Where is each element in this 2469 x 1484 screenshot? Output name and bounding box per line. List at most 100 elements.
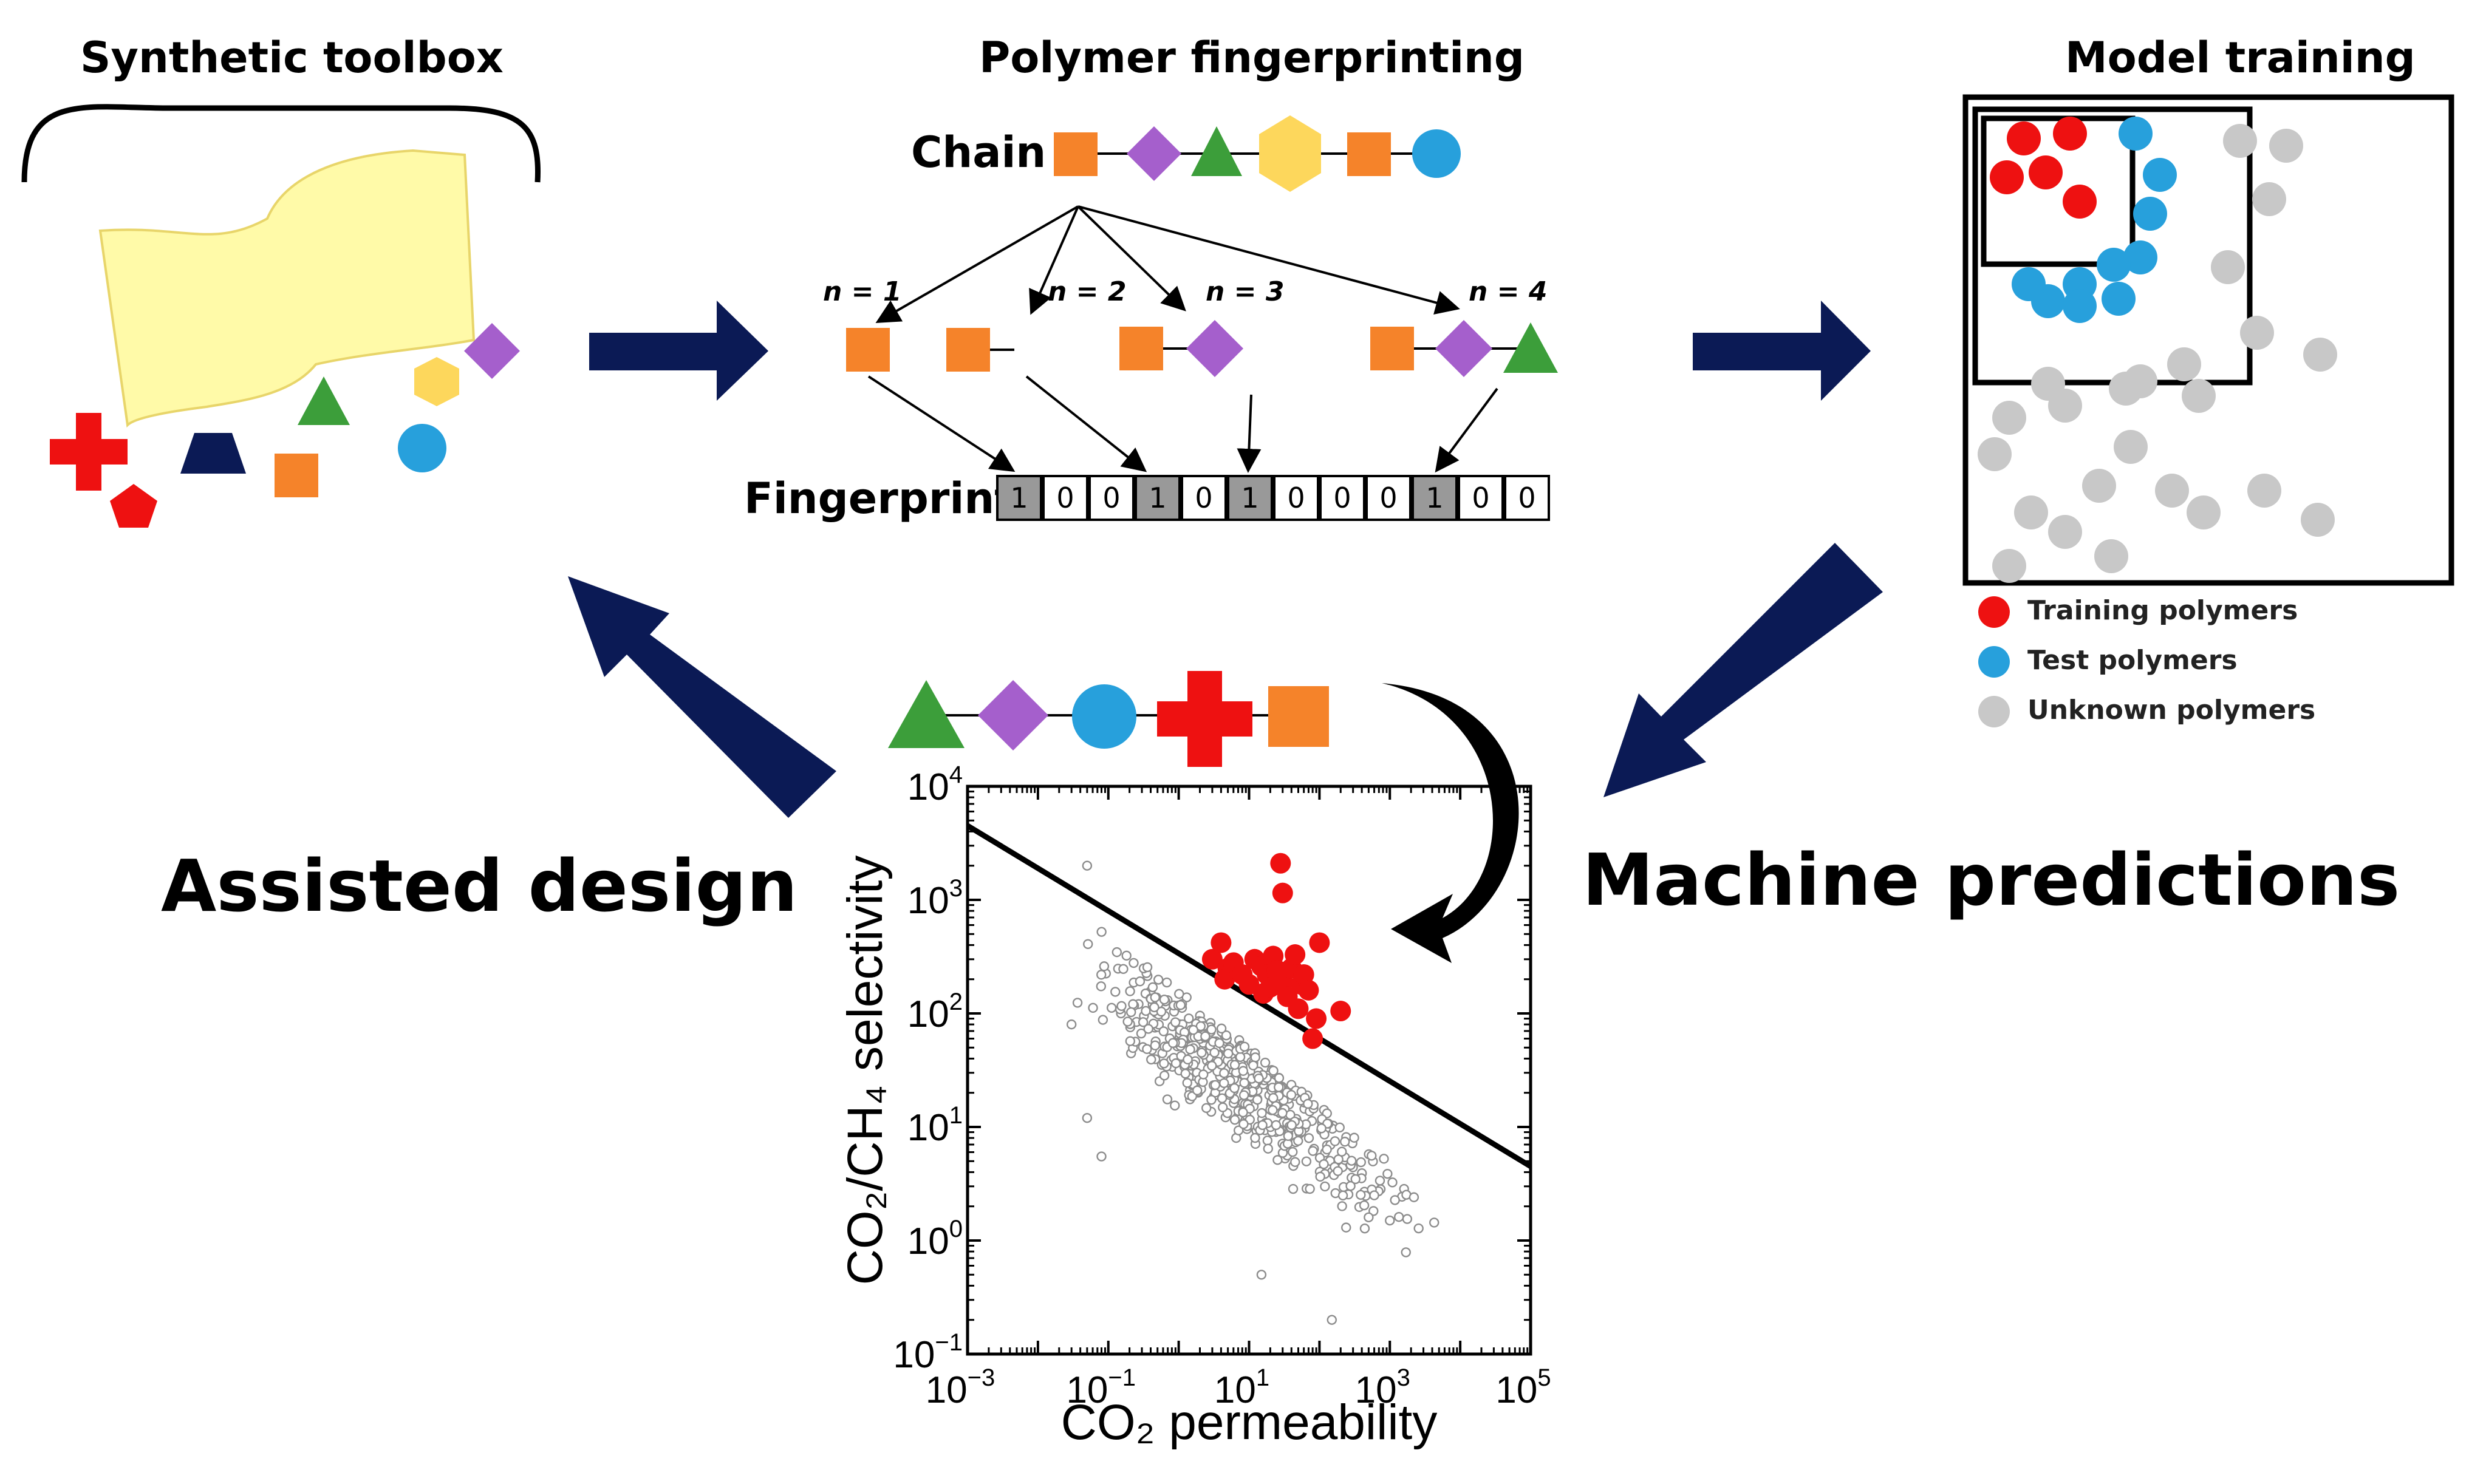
chain-orange-square-icon bbox=[1054, 132, 1098, 176]
assisted-design-caption: Assisted design bbox=[161, 844, 798, 928]
known-polymer-point bbox=[1337, 1201, 1347, 1211]
training-polymer-point bbox=[2063, 185, 2097, 219]
bit-arrows bbox=[867, 375, 1498, 473]
legend-unknown-swatch bbox=[1978, 696, 2010, 727]
pred-orange-square-icon bbox=[1268, 686, 1329, 747]
known-polymer-point bbox=[1364, 1212, 1374, 1223]
y-tick-label: 101 bbox=[907, 1102, 963, 1149]
known-polymer-point bbox=[1162, 1094, 1173, 1104]
legend-unknown-label: Unknown polymers bbox=[2027, 695, 2316, 726]
known-polymer-point bbox=[1180, 1068, 1190, 1079]
predicted-polymer-point bbox=[1309, 932, 1330, 953]
red-pentagon-icon bbox=[110, 484, 157, 528]
predicted-polymer-point bbox=[1270, 853, 1291, 874]
known-polymer-point bbox=[1229, 1083, 1240, 1094]
x-tick-label: 10−1 bbox=[1066, 1364, 1136, 1411]
predicted-polymer-point bbox=[1214, 968, 1235, 990]
unknown-polymer-point bbox=[2114, 430, 2148, 464]
bit-cell: 0 bbox=[1319, 475, 1365, 521]
fragments bbox=[846, 320, 1558, 377]
known-polymer-point bbox=[1337, 1190, 1348, 1201]
unknown-polymer-point bbox=[2301, 503, 2335, 537]
known-polymer-point bbox=[1239, 1041, 1250, 1052]
fragment-4-diamond-icon bbox=[1435, 320, 1492, 377]
known-polymer-point bbox=[1385, 1215, 1395, 1226]
known-polymer-point bbox=[1401, 1247, 1411, 1258]
known-polymer-point bbox=[1167, 1038, 1178, 1048]
known-polymer-point bbox=[1268, 1092, 1279, 1103]
unknown-polymer-point bbox=[2182, 379, 2216, 413]
toolbox-title: Synthetic toolbox bbox=[80, 33, 504, 83]
test-polymer-point bbox=[2063, 289, 2097, 323]
known-polymer-point bbox=[1096, 981, 1107, 992]
pred-red-cross-icon bbox=[1157, 671, 1252, 767]
known-polymer-point bbox=[1262, 1135, 1273, 1146]
known-polymer-point bbox=[1072, 998, 1083, 1008]
chain-orange-square-2-icon bbox=[1347, 132, 1391, 176]
fingerprinting-title: Polymer fingerprinting bbox=[979, 33, 1525, 83]
known-polymer-point bbox=[1170, 1100, 1180, 1111]
known-polymer-point bbox=[1135, 976, 1146, 987]
machine-predictions-caption: Machine predictions bbox=[1582, 838, 2400, 922]
known-polymer-point bbox=[1138, 1017, 1149, 1027]
known-polymer-point bbox=[1330, 1136, 1340, 1146]
known-polymer-point bbox=[1116, 1001, 1127, 1012]
known-polymer-point bbox=[1349, 1132, 1359, 1143]
known-polymer-point bbox=[1286, 1089, 1297, 1100]
known-polymer-point bbox=[1216, 1023, 1227, 1034]
model-points bbox=[1978, 117, 2337, 583]
unknown-polymer-point bbox=[2252, 182, 2286, 216]
known-polymer-point bbox=[1170, 1017, 1181, 1027]
known-polymer-point bbox=[1235, 1052, 1246, 1062]
bit-cell: 0 bbox=[1365, 475, 1412, 521]
known-polymer-point bbox=[1254, 1073, 1264, 1084]
known-polymer-point bbox=[1125, 1007, 1136, 1018]
known-polymer-point bbox=[1268, 1066, 1279, 1076]
upper-bound-line bbox=[968, 823, 1531, 1169]
known-polymer-point bbox=[1316, 1123, 1327, 1134]
known-polymer-point bbox=[1238, 1090, 1249, 1100]
yellow-hexagon-icon bbox=[414, 357, 459, 406]
predicted-polymer-point bbox=[1330, 1001, 1351, 1022]
predicted-polymer-point bbox=[1285, 944, 1306, 965]
known-polymer-point bbox=[1223, 1048, 1234, 1059]
known-polymer-point bbox=[1201, 1103, 1212, 1114]
toolbox-brace bbox=[21, 104, 541, 183]
known-polymer-point bbox=[1290, 1157, 1300, 1167]
known-polymer-point bbox=[1096, 1151, 1107, 1162]
known-polymer-point bbox=[1192, 1085, 1203, 1095]
arrow-training-to-predictions bbox=[1603, 543, 1883, 797]
known-polymer-point bbox=[1238, 1119, 1249, 1129]
y-tick-label: 102 bbox=[907, 989, 963, 1035]
unknown-polymer-point bbox=[2109, 372, 2143, 406]
known-polymer-point bbox=[1159, 1058, 1169, 1069]
known-polymer-point bbox=[1229, 1114, 1240, 1125]
known-polymer-point bbox=[1350, 1174, 1361, 1185]
known-polymer-point bbox=[1125, 986, 1135, 996]
known-polymer-point bbox=[1143, 1024, 1153, 1034]
unknown-polymer-point bbox=[1992, 549, 2026, 583]
known-polymer-point bbox=[1250, 1132, 1260, 1143]
known-polymer-point bbox=[1248, 1060, 1258, 1070]
known-polymer-point bbox=[1271, 1120, 1282, 1131]
fragment-4-triangle-icon bbox=[1503, 322, 1558, 373]
bit-cell: 1 bbox=[1135, 475, 1181, 521]
known-polymer-point bbox=[1239, 1078, 1249, 1088]
plot-area bbox=[968, 823, 1531, 1325]
known-polymer-point bbox=[1219, 1068, 1229, 1078]
model-training-frame bbox=[1981, 115, 2136, 267]
predicted-polymer-point bbox=[1293, 964, 1314, 985]
known-polymer-point bbox=[1185, 1044, 1195, 1055]
n-label-4: n = 4 bbox=[1469, 276, 1548, 307]
y-tick-label: 103 bbox=[907, 875, 963, 922]
x-tick-label: 103 bbox=[1355, 1364, 1410, 1411]
unknown-polymer-point bbox=[2223, 124, 2257, 158]
known-polymer-point bbox=[1359, 1223, 1370, 1234]
known-polymer-point bbox=[1183, 1054, 1193, 1065]
known-polymer-point bbox=[1219, 1078, 1229, 1088]
x-tick-label: 105 bbox=[1495, 1364, 1551, 1411]
known-polymer-point bbox=[1341, 1222, 1351, 1233]
known-polymer-point bbox=[1142, 962, 1153, 973]
legend-training-label: Training polymers bbox=[2027, 595, 2298, 626]
training-polymer-point bbox=[2029, 155, 2063, 189]
